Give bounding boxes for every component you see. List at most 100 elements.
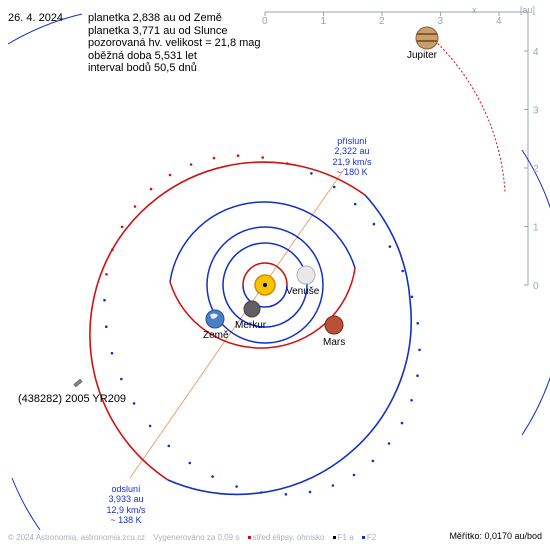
orbit-point — [310, 172, 313, 175]
orbit-point — [105, 325, 108, 329]
y-tick-label: 4 — [533, 47, 539, 58]
mars-label: Mars — [323, 337, 346, 348]
asteroid-orbit-points — [103, 154, 421, 496]
info-line-magnitude: pozorovaná hv. velikost = 21,8 mag — [88, 37, 261, 50]
venus-orbit — [222, 242, 308, 328]
mars-orbit-red — [169, 267, 356, 349]
orbit-point — [105, 273, 108, 276]
x-tick-label: 3 — [438, 16, 444, 27]
orbit-point — [133, 205, 137, 208]
x-tick-label: 4 — [496, 16, 502, 27]
legend-center: střed elipsy, ohnisko — [247, 533, 324, 542]
x-tick-label: 1 — [321, 16, 327, 27]
orbit-point — [353, 202, 357, 206]
perihelion-distance: 2,322 au — [334, 146, 370, 157]
orbit-point — [308, 490, 312, 494]
y-axis-unit: [au] — [520, 5, 535, 15]
aphelion-speed: 12,9 km/s — [106, 504, 146, 515]
mercury-label: Merkur — [235, 320, 267, 331]
orbit-point — [148, 424, 152, 428]
orbit-point — [188, 461, 192, 465]
perihelion-label: přísluní 2,322 au 21,9 km/s ~ 180 K — [322, 136, 382, 178]
info-line-distance-sun: planetka 3,771 au od Slunce — [88, 24, 228, 37]
asteroid-name: (438282) 2005 YR209 — [18, 393, 127, 405]
venus-icon — [296, 265, 316, 285]
orbit-point — [284, 493, 288, 496]
axes — [265, 11, 529, 285]
x-tick-label: 0 — [262, 16, 268, 27]
orbit-point — [400, 421, 404, 425]
apsis-line — [129, 167, 346, 479]
orbit-point — [235, 485, 238, 488]
earth-orbit — [206, 226, 324, 344]
y-axis-ticks: 4 3 2 1 0 — [524, 47, 539, 292]
orbit-point — [211, 475, 214, 478]
mercury-orbit-red — [242, 262, 288, 286]
orbit-point — [168, 173, 172, 177]
orbit-point — [352, 473, 356, 477]
legend-f2: F2 — [361, 533, 376, 542]
orbit-point — [331, 484, 335, 487]
date-label: 26. 4. 2024 — [8, 12, 64, 24]
orbit-point — [149, 187, 153, 191]
orbit-point — [388, 245, 392, 248]
orbit-point — [416, 322, 420, 325]
orbit-point — [120, 225, 124, 229]
mercury-icon — [243, 300, 261, 318]
jupiter-orbit-top-left — [7, 13, 83, 45]
orbit-point — [332, 185, 336, 189]
orbit-point — [132, 402, 136, 405]
jupiter-label: Jupiter — [407, 50, 438, 61]
orbit-point — [401, 269, 405, 273]
aphelion-label: odsluní 3,933 au 12,9 km/s ~ 138 K — [94, 484, 158, 526]
earth-label: Země — [203, 330, 229, 341]
orbit-point — [260, 491, 263, 494]
asteroid-orbit-blue — [167, 194, 412, 496]
footer-copyright: © 2024 Astronomia, astronomia.zcu.cz — [8, 533, 146, 542]
jupiter-orbit-bottom-left — [11, 477, 41, 531]
info-line-distance-earth: planetka 2,838 au od Země — [88, 12, 222, 24]
perihelion-speed: 21,9 km/s — [332, 156, 372, 167]
jupiter-orbit — [431, 37, 506, 193]
orbit-point — [120, 377, 123, 381]
asteroid-orbit-red — [89, 161, 366, 481]
mars-orbit-blue — [169, 201, 356, 283]
y-tick-label: 2 — [533, 164, 539, 175]
info-line-period: oběžná doba 5,531 let — [88, 49, 197, 62]
earth-icon — [205, 309, 225, 329]
orbit-point — [410, 399, 413, 402]
orbit-point — [387, 442, 391, 445]
asteroid-marker-icon — [73, 378, 83, 388]
orbit-point — [286, 162, 289, 165]
orbit-point — [372, 222, 376, 226]
footer: © 2024 Astronomia, astronomia.zcu.cz Vyg… — [8, 533, 382, 542]
orbit-point — [167, 444, 171, 448]
footer-generated: Vygenerováno za 0,09 s — [153, 533, 240, 542]
orbit-point — [236, 154, 240, 157]
orbit-point — [111, 248, 114, 251]
venus-label: Venuše — [286, 286, 320, 297]
orbit-point — [212, 156, 216, 160]
aphelion-distance: 3,933 au — [108, 494, 144, 505]
scale-label: Měřítko: 0,0170 au/bod — [449, 531, 542, 541]
orbit-point — [110, 351, 114, 355]
mars-icon — [324, 315, 344, 335]
perihelion-title: přísluní — [337, 136, 367, 146]
orbit-point — [189, 163, 193, 166]
x-axis-ticks: 0 1 2 3 4 — [262, 12, 502, 27]
sun-center-marker — [263, 283, 267, 287]
y-tick-label: 1 — [533, 223, 539, 234]
info-line-interval: interval bodů 50,5 dnů — [88, 62, 197, 75]
x-tick-label: 2 — [379, 16, 385, 27]
orbit-point — [261, 156, 265, 159]
orbit-point — [410, 295, 414, 299]
legend-f1: F1 a — [332, 533, 354, 542]
aphelion-temperature: ~ 138 K — [110, 515, 142, 526]
jupiter-orbit-right — [521, 149, 550, 436]
y-tick-label: 0 — [533, 281, 539, 292]
y-tick-label: 3 — [533, 106, 539, 117]
earth-cloud — [210, 313, 218, 319]
aphelion-title: odsluní — [111, 484, 141, 494]
orbit-point — [418, 348, 421, 352]
